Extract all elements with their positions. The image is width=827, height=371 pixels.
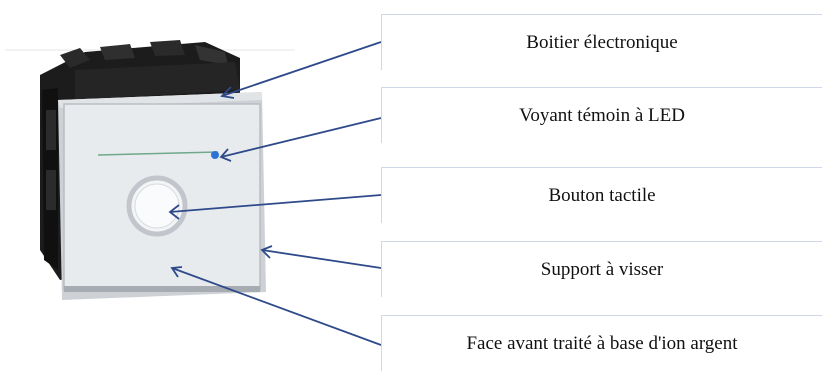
led-indicator <box>211 151 219 159</box>
front-face <box>63 103 261 292</box>
label-voyant-led: Voyant témoin à LED <box>381 87 822 143</box>
arrow-voyant <box>220 117 382 158</box>
label-boitier-electronique: Boitier électronique <box>381 14 822 70</box>
arrow-boitier <box>221 41 382 97</box>
label-support-visser: Support à visser <box>381 241 822 297</box>
arrow-bouton <box>169 194 382 213</box>
arrow-face <box>171 267 382 346</box>
arrows <box>168 41 382 346</box>
arrow-support <box>261 249 382 269</box>
label-face-avant: Face avant traité à base d'ion argent <box>381 315 822 371</box>
label-bouton-tactile: Bouton tactile <box>381 167 822 223</box>
